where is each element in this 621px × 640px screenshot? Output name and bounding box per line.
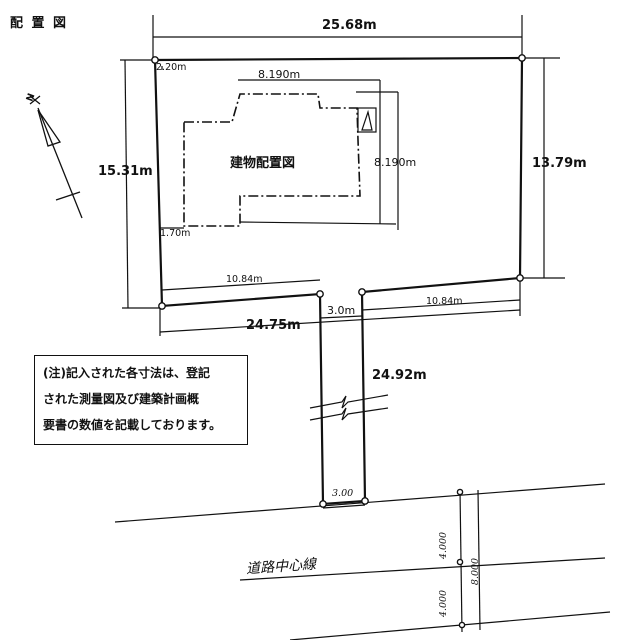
dim-driveway-length: 24.92m <box>372 368 427 383</box>
note-box: (注)記入された各寸法は、登記 された測量図及び建築計画概 要書の数値を記載して… <box>34 355 248 445</box>
corner-point-driveway-left <box>316 290 324 298</box>
dim-right-height: 13.79m <box>532 156 587 171</box>
ext-line-building-b <box>239 221 397 225</box>
note-line-3: 要書の数値を記載しております。 <box>43 418 222 432</box>
corner-point-road-right <box>361 497 369 505</box>
driveway-break-lower <box>309 407 389 421</box>
note-line-2: された測量図及び建築計画概 <box>43 392 200 406</box>
dim-setback-left: 1.70m <box>160 228 191 239</box>
road-edge-upper <box>114 483 606 523</box>
dim-road-entrance-width: 3.00 <box>332 488 354 499</box>
corner-point-driveway-right <box>358 288 366 296</box>
dim-line-left <box>124 59 129 309</box>
dim-driveway-width: 3.0m <box>327 304 356 317</box>
corner-point-bottom-left <box>158 302 166 310</box>
dim-setback-top: 2.20m <box>156 62 187 73</box>
road-dim-point-a <box>456 488 464 496</box>
dim-road-total-width: 8.000 <box>470 557 482 586</box>
dim-line-driveway-a <box>319 315 363 319</box>
building-label: 建物配置図 <box>230 156 296 171</box>
road-entrance-dim <box>322 504 366 509</box>
dim-top-width: 25.68m <box>322 18 377 33</box>
dim-building-width: 8.190m <box>258 68 301 81</box>
entrance-triangle <box>361 109 373 131</box>
dim-bottom-left-segment: 10.84m <box>226 274 263 285</box>
road-width-dim-line-b <box>477 489 481 631</box>
entrance-marker <box>357 107 377 133</box>
driveway-break-upper <box>309 394 389 409</box>
dim-line-bottom <box>159 309 521 333</box>
corner-point-right <box>516 274 524 282</box>
dim-bottom-width: 24.75m <box>246 318 301 333</box>
page-title: 配 置 図 <box>10 16 69 31</box>
road-center-line <box>239 557 606 581</box>
north-arrow <box>29 95 83 219</box>
corner-point-top-right <box>518 54 526 62</box>
dim-road-half-width-lower: 4.000 <box>438 589 450 618</box>
dim-bottom-right-segment: 10.84m <box>426 296 463 307</box>
road-dim-point-c <box>458 621 466 629</box>
road-edge-lower <box>289 611 611 640</box>
dim-line-bottom-left-segment <box>161 279 321 291</box>
note-line-1: (注)記入された各寸法は、登記 <box>43 366 210 380</box>
dim-left-height: 15.31m <box>98 164 153 179</box>
corner-point-top-left <box>151 56 159 64</box>
dim-building-depth: 8.190m <box>374 156 417 169</box>
dim-line-driveway-b <box>361 299 521 311</box>
road-dim-point-b <box>456 558 464 566</box>
corner-point-road-left <box>319 500 327 508</box>
dim-road-half-width-upper: 4.000 <box>438 531 450 560</box>
